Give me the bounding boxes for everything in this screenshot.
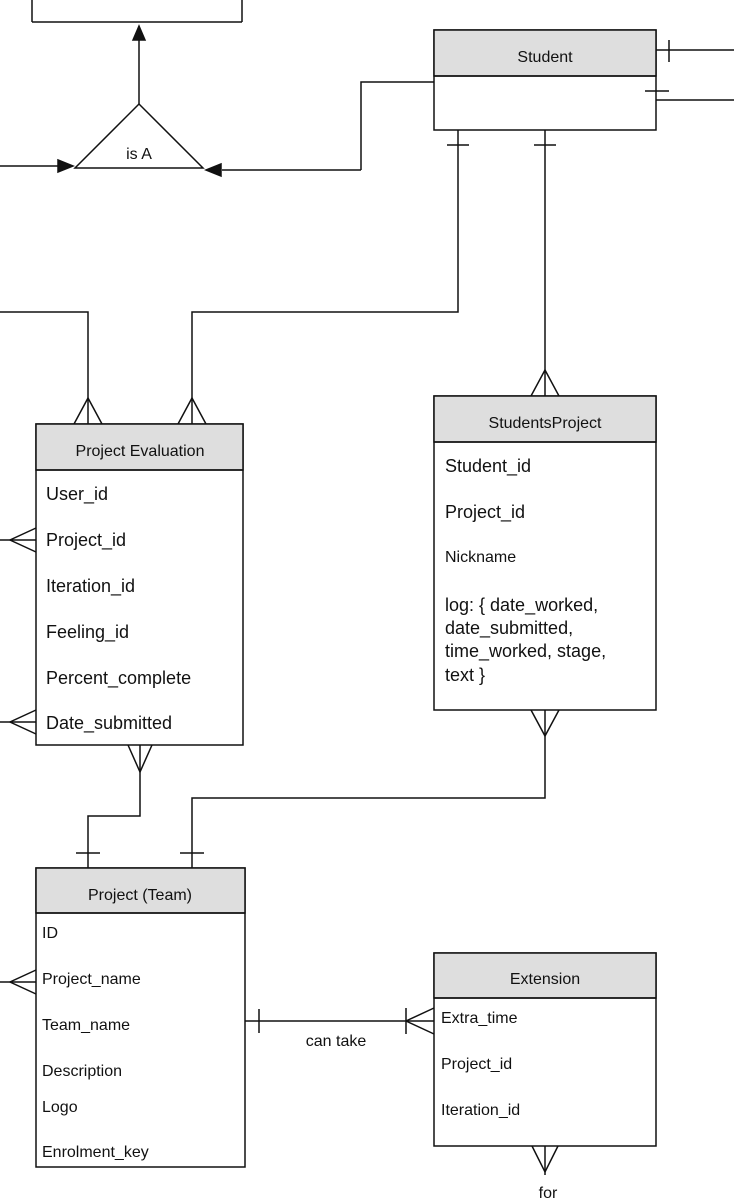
entity-title: StudentsProject xyxy=(489,415,603,432)
attribute: Iteration_id xyxy=(46,576,135,597)
parent-entity-box-partial[interactable] xyxy=(31,0,243,23)
attribute: Enrolment_key xyxy=(42,1144,149,1161)
attribute: Iteration_id xyxy=(441,1102,520,1119)
left-to-evaluation-line xyxy=(0,311,89,424)
relationship-label-for: for xyxy=(539,1185,558,1202)
crowfoot-many-icon xyxy=(8,527,37,553)
attribute: Project_id xyxy=(441,1056,512,1073)
evaluation-to-project-line xyxy=(87,745,141,868)
student-to-evaluation-line xyxy=(191,130,459,424)
attribute: Logo xyxy=(42,1099,78,1116)
crowfoot-many-icon xyxy=(530,709,560,738)
arrow-up-icon xyxy=(131,24,147,41)
attribute: Student_id xyxy=(445,456,531,477)
attribute: Project_id xyxy=(445,502,525,523)
attribute: text } xyxy=(445,665,485,685)
entity-student[interactable] xyxy=(433,29,657,131)
attribute: ID xyxy=(42,925,58,942)
entity-title: Student xyxy=(517,49,573,66)
attribute: Team_name xyxy=(42,1017,130,1034)
attribute: Date_submitted xyxy=(46,713,172,734)
relationship-label-can-take: can take xyxy=(306,1033,367,1050)
attribute: Nickname xyxy=(445,549,516,566)
attribute: Project_name xyxy=(42,971,141,988)
attribute: Description xyxy=(42,1063,122,1080)
isa-triangle[interactable] xyxy=(73,102,205,169)
attribute: Percent_complete xyxy=(46,668,191,689)
entity-title: Project Evaluation xyxy=(76,443,205,460)
isa-label: is A xyxy=(126,146,152,163)
crowfoot-many-icon xyxy=(8,709,37,735)
attribute: date_submitted, xyxy=(445,618,573,639)
entity-title: Extension xyxy=(510,971,580,988)
entity-project-team[interactable] xyxy=(35,867,246,1168)
attribute: log: { date_worked, xyxy=(445,595,598,616)
crowfoot-many-icon xyxy=(177,396,207,425)
crowfoot-many-icon xyxy=(73,396,103,425)
entity-extension[interactable] xyxy=(433,952,657,1147)
attribute: Project_id xyxy=(46,530,126,551)
entity-title: Project (Team) xyxy=(88,887,192,904)
attribute: Feeling_id xyxy=(46,622,129,643)
crowfoot-many-icon xyxy=(127,744,153,774)
arrow-right-icon xyxy=(57,158,76,174)
arrow-left-icon xyxy=(203,162,222,178)
crowfoot-many-icon xyxy=(530,368,560,397)
attribute: User_id xyxy=(46,484,108,505)
attribute: time_worked, stage, xyxy=(445,641,606,662)
attribute: Extra_time xyxy=(441,1010,518,1027)
crowfoot-many-icon xyxy=(8,969,37,995)
entity-studentsproject[interactable] xyxy=(433,395,657,711)
crowfoot-many-icon xyxy=(531,1145,559,1174)
student-to-isa-line xyxy=(360,81,434,170)
entity-project-evaluation[interactable] xyxy=(35,423,244,746)
studentsproject-to-project-line xyxy=(191,710,546,868)
